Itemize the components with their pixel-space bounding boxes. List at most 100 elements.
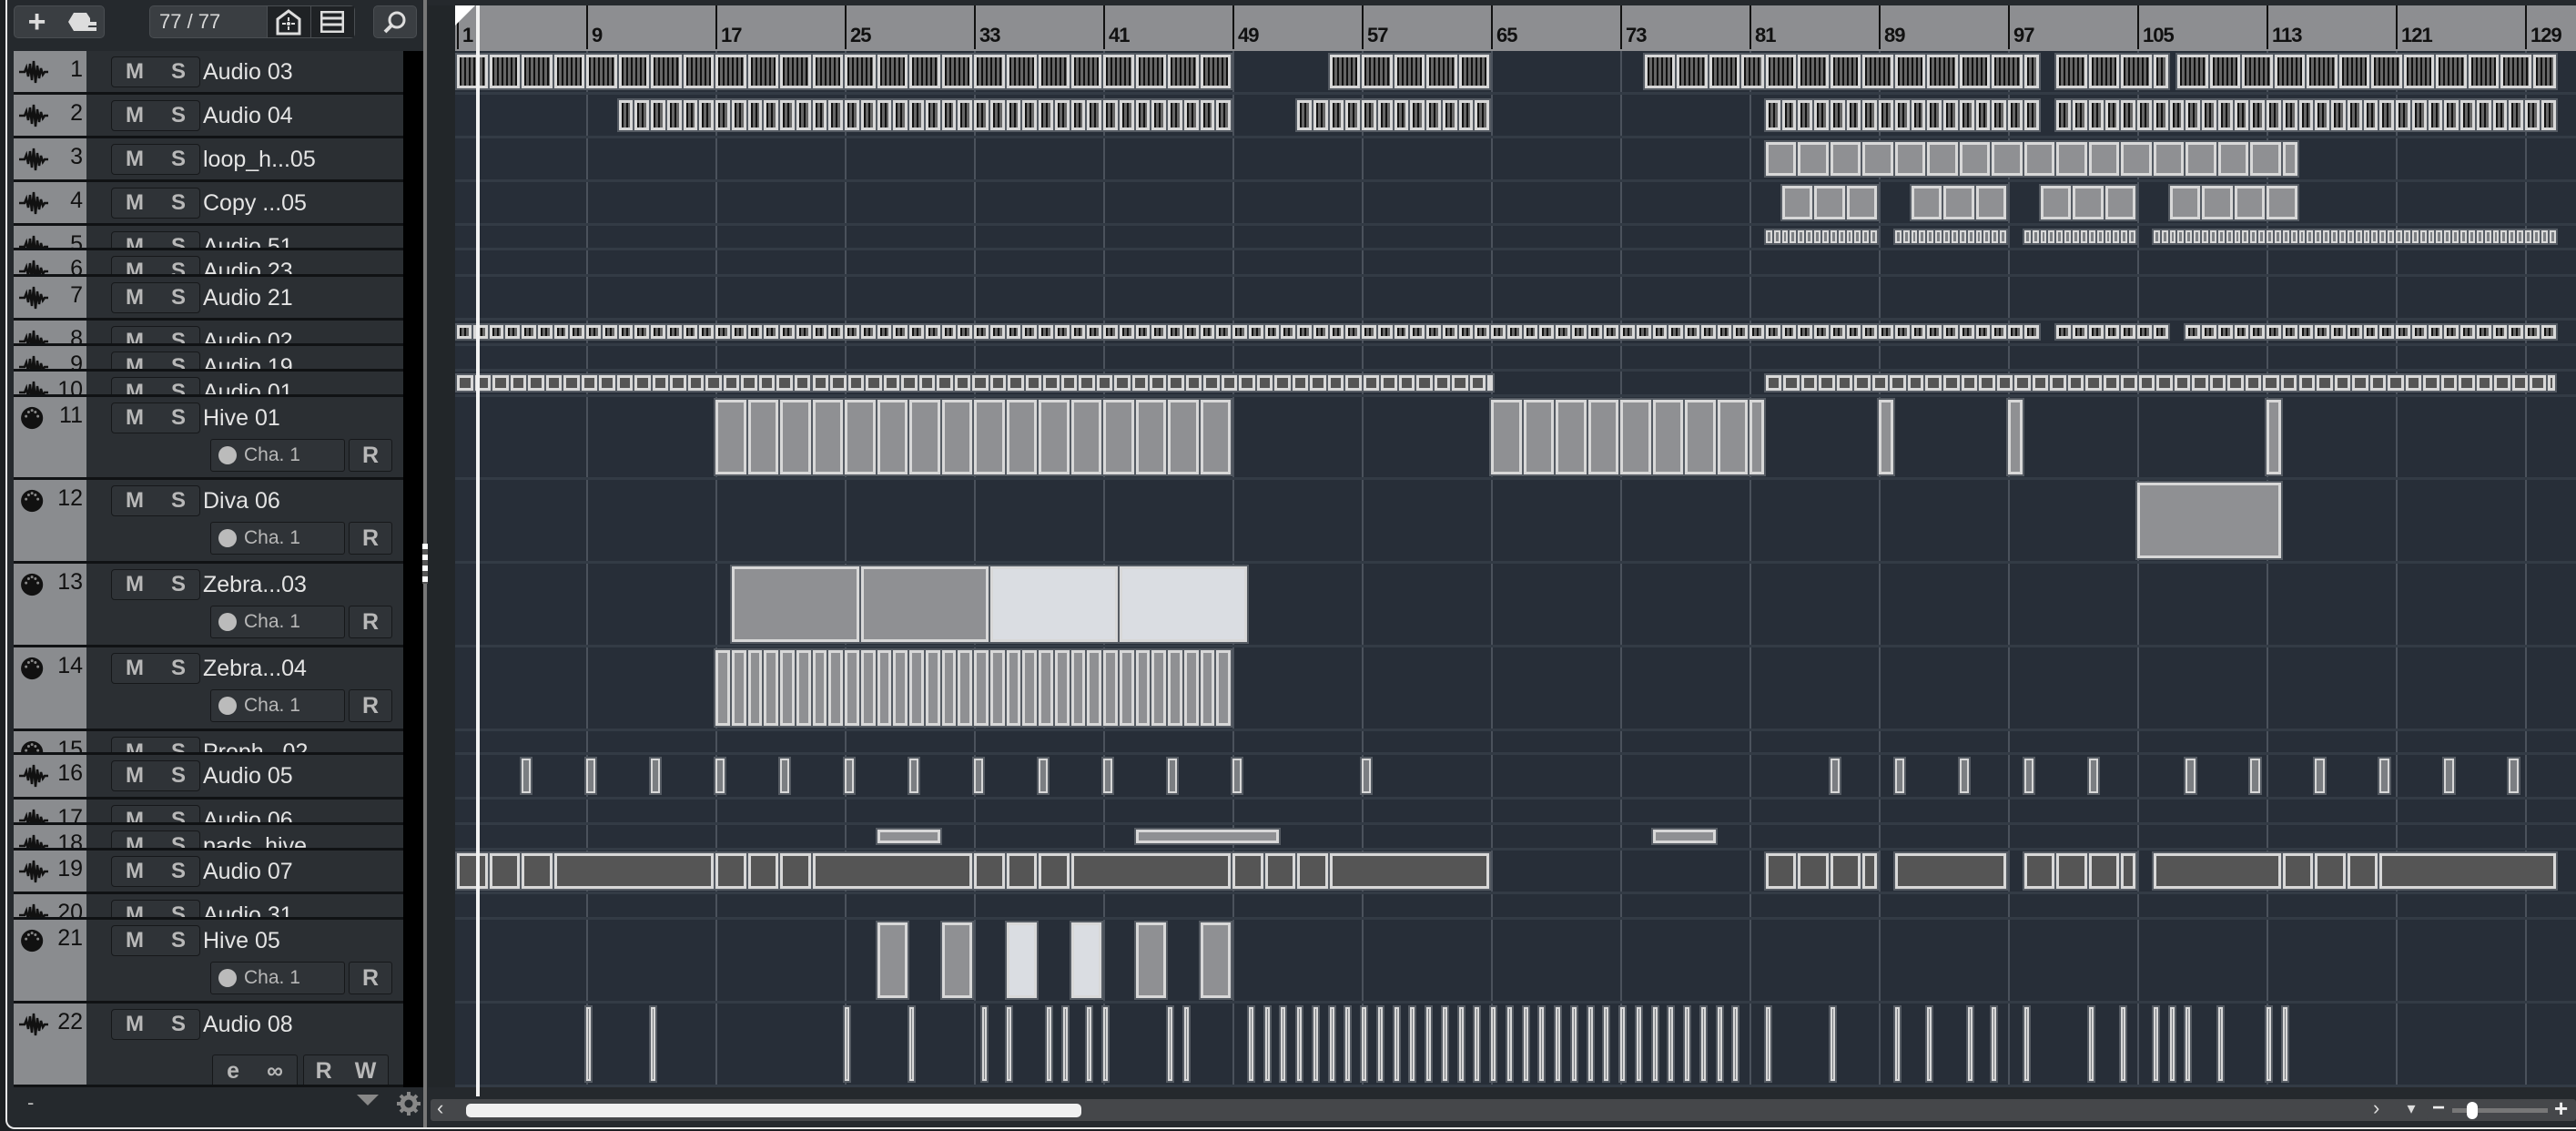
- event-part[interactable]: [2539, 323, 2558, 341]
- zoom-slider-thumb[interactable]: [2467, 1102, 2478, 1119]
- event-part[interactable]: [1069, 648, 1088, 728]
- mute-button[interactable]: M: [125, 833, 144, 851]
- event-part[interactable]: [875, 53, 909, 90]
- event-part[interactable]: [2086, 1005, 2095, 1083]
- mute-button[interactable]: M: [125, 147, 144, 171]
- event-part[interactable]: [1715, 398, 1749, 476]
- read-automation-button[interactable]: R: [349, 962, 392, 994]
- event-part[interactable]: [2297, 229, 2307, 245]
- event-part[interactable]: [2426, 229, 2437, 245]
- event-part[interactable]: [2119, 229, 2130, 245]
- event-part[interactable]: [2368, 373, 2388, 392]
- event-part[interactable]: [2329, 229, 2339, 245]
- event-part[interactable]: [1290, 373, 1311, 392]
- event-part[interactable]: [1537, 323, 1556, 341]
- event-part[interactable]: [972, 98, 990, 132]
- read-automation-button[interactable]: R: [349, 606, 392, 638]
- event-part[interactable]: [2403, 373, 2424, 392]
- event-part[interactable]: [2280, 140, 2299, 178]
- event-part[interactable]: [1748, 323, 1766, 341]
- event-part[interactable]: [1344, 323, 1362, 341]
- event-part[interactable]: [2119, 323, 2137, 341]
- event-part[interactable]: [1148, 373, 1168, 392]
- playhead-cursor[interactable]: [476, 5, 480, 1096]
- event-part[interactable]: [1231, 851, 1265, 891]
- event-part[interactable]: [970, 373, 990, 392]
- event-part[interactable]: [1553, 1005, 1563, 1083]
- event-part[interactable]: [2386, 229, 2396, 245]
- event-part[interactable]: [762, 323, 780, 341]
- event-part[interactable]: [681, 98, 700, 132]
- event-part[interactable]: [1942, 323, 1960, 341]
- event-part[interactable]: [2184, 229, 2195, 245]
- event-part[interactable]: [2022, 229, 2033, 245]
- event-part[interactable]: [2135, 98, 2154, 132]
- event-part[interactable]: [939, 98, 958, 132]
- event-part[interactable]: [875, 323, 894, 341]
- event-part[interactable]: [543, 373, 564, 392]
- read-automation-button[interactable]: R: [315, 1057, 332, 1084]
- event-part[interactable]: [2022, 757, 2036, 795]
- event-part[interactable]: [1569, 1005, 1578, 1083]
- event-part[interactable]: [1432, 373, 1453, 392]
- event-part[interactable]: [1828, 229, 1839, 245]
- event-part[interactable]: [1942, 373, 1962, 392]
- track-name[interactable]: Hive 05: [203, 928, 280, 953]
- event-part[interactable]: [697, 98, 715, 132]
- event-part[interactable]: [1456, 323, 1476, 341]
- event-part[interactable]: [2530, 53, 2558, 90]
- event-part[interactable]: [1844, 323, 1863, 341]
- event-part[interactable]: [875, 828, 942, 845]
- event-part[interactable]: [1763, 229, 1774, 245]
- event-part[interactable]: [2006, 98, 2024, 132]
- event-part[interactable]: [2369, 53, 2404, 90]
- event-part[interactable]: [2038, 184, 2073, 221]
- event-part[interactable]: [2474, 323, 2493, 341]
- event-part[interactable]: [1473, 1005, 1482, 1083]
- event-part[interactable]: [1489, 398, 1524, 476]
- event-part[interactable]: [1344, 98, 1362, 132]
- event-part[interactable]: [1359, 757, 1374, 795]
- event-part[interactable]: [1861, 53, 1895, 90]
- event-part[interactable]: [729, 98, 748, 132]
- event-part[interactable]: [1763, 98, 1782, 132]
- event-part[interactable]: [2151, 98, 2170, 132]
- event-part[interactable]: [1214, 648, 1232, 728]
- event-part[interactable]: [1892, 53, 1928, 90]
- event-part[interactable]: [1360, 53, 1394, 90]
- event-part[interactable]: [2350, 373, 2370, 392]
- event-part[interactable]: [1069, 98, 1088, 132]
- event-part[interactable]: [793, 373, 813, 392]
- event-part[interactable]: [2345, 323, 2364, 341]
- event-part[interactable]: [1537, 1005, 1547, 1083]
- event-part[interactable]: [2243, 373, 2264, 392]
- solo-button[interactable]: S: [170, 354, 186, 372]
- event-part[interactable]: [2172, 373, 2193, 392]
- event-part[interactable]: [2482, 229, 2493, 245]
- event-part[interactable]: [1990, 98, 2008, 132]
- event-part[interactable]: [1933, 229, 1943, 245]
- event-part[interactable]: [2539, 98, 2558, 132]
- event-part[interactable]: [1973, 98, 1993, 132]
- scroll-right-button[interactable]: ›: [2373, 1096, 2380, 1119]
- event-part[interactable]: [714, 398, 748, 476]
- event-part[interactable]: [810, 53, 845, 90]
- event-part[interactable]: [1852, 229, 1863, 245]
- event-part[interactable]: [1425, 98, 1443, 132]
- event-part[interactable]: [1294, 1005, 1304, 1083]
- event-part[interactable]: [2086, 53, 2122, 90]
- event-part[interactable]: [2474, 98, 2493, 132]
- event-part[interactable]: [2421, 373, 2441, 392]
- event-part[interactable]: [520, 323, 538, 341]
- event-part[interactable]: [858, 565, 990, 644]
- event-part[interactable]: [2103, 323, 2122, 341]
- event-part[interactable]: [1892, 851, 2009, 891]
- event-part[interactable]: [778, 648, 796, 728]
- event-part[interactable]: [1101, 53, 1136, 90]
- event-part[interactable]: [1977, 373, 1997, 392]
- event-part[interactable]: [1699, 1005, 1708, 1083]
